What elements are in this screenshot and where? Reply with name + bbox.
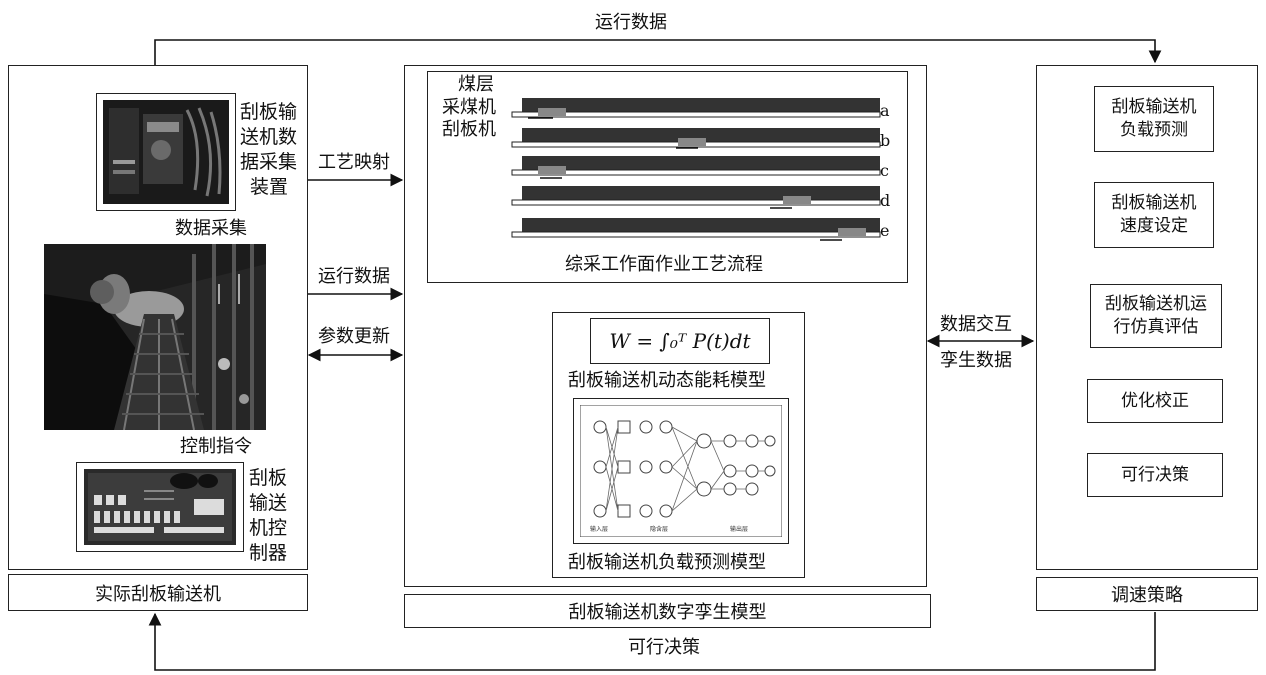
step-load-prediction: 刮板输送机负载预测 <box>1094 86 1214 152</box>
network-model-caption: 刮板输送机负载预测模型 <box>568 552 766 573</box>
process-row-letters: a b c d e <box>880 101 891 240</box>
bottom-flow-label: 可行决策 <box>628 637 700 658</box>
left-panel-title: 实际刮板输送机 <box>8 574 308 611</box>
data-collect-label: 数据采集 <box>175 218 247 239</box>
step-speed-setting: 刮板输送机速度设定 <box>1094 182 1214 248</box>
controller-label: 刮板 输送 机控 制器 <box>249 467 288 565</box>
top-loop-arrow <box>154 39 1162 65</box>
twin-data-label: 孪生数据 <box>940 350 1012 371</box>
run-data-label: 运行数据 <box>318 266 390 287</box>
collector-label: 刮板输 送机数 据采集 装置 <box>240 101 298 199</box>
mine-photo <box>44 244 266 430</box>
process-legend: 煤层 采煤机 刮板机 <box>442 74 496 140</box>
top-flow-label: 运行数据 <box>595 12 667 33</box>
right-panel-title: 调速策略 <box>1036 577 1258 611</box>
process-caption: 综采工作面作业工艺流程 <box>565 254 763 275</box>
control-cmd-label: 控制指令 <box>180 436 252 457</box>
step-feasible-decision: 可行决策 <box>1087 453 1223 497</box>
controller-photo <box>84 469 236 545</box>
energy-model-caption: 刮板输送机动态能耗模型 <box>568 370 766 391</box>
collector-photo <box>103 100 229 204</box>
step-optimize-correct: 优化校正 <box>1087 379 1223 423</box>
process-rows <box>511 98 881 241</box>
process-mapping-label: 工艺映射 <box>318 152 390 173</box>
network-layer-hidden: 隐含层 <box>650 525 668 533</box>
network-layer-output: 输出层 <box>730 525 748 533</box>
step-simulation-eval: 刮板输送机运行仿真评估 <box>1090 284 1222 348</box>
param-update-label: 参数更新 <box>318 326 390 347</box>
center-panel-title: 刮板输送机数字孪生模型 <box>404 594 931 628</box>
network-layer-input: 输入层 <box>590 525 608 533</box>
bottom-loop-arrow <box>148 612 1156 671</box>
energy-formula: W = ∫₀ᵀ P(t)dt <box>590 318 770 364</box>
network-diagram: 输入层 隐含层 输出层 <box>580 405 782 537</box>
data-interaction-label: 数据交互 <box>940 314 1012 335</box>
